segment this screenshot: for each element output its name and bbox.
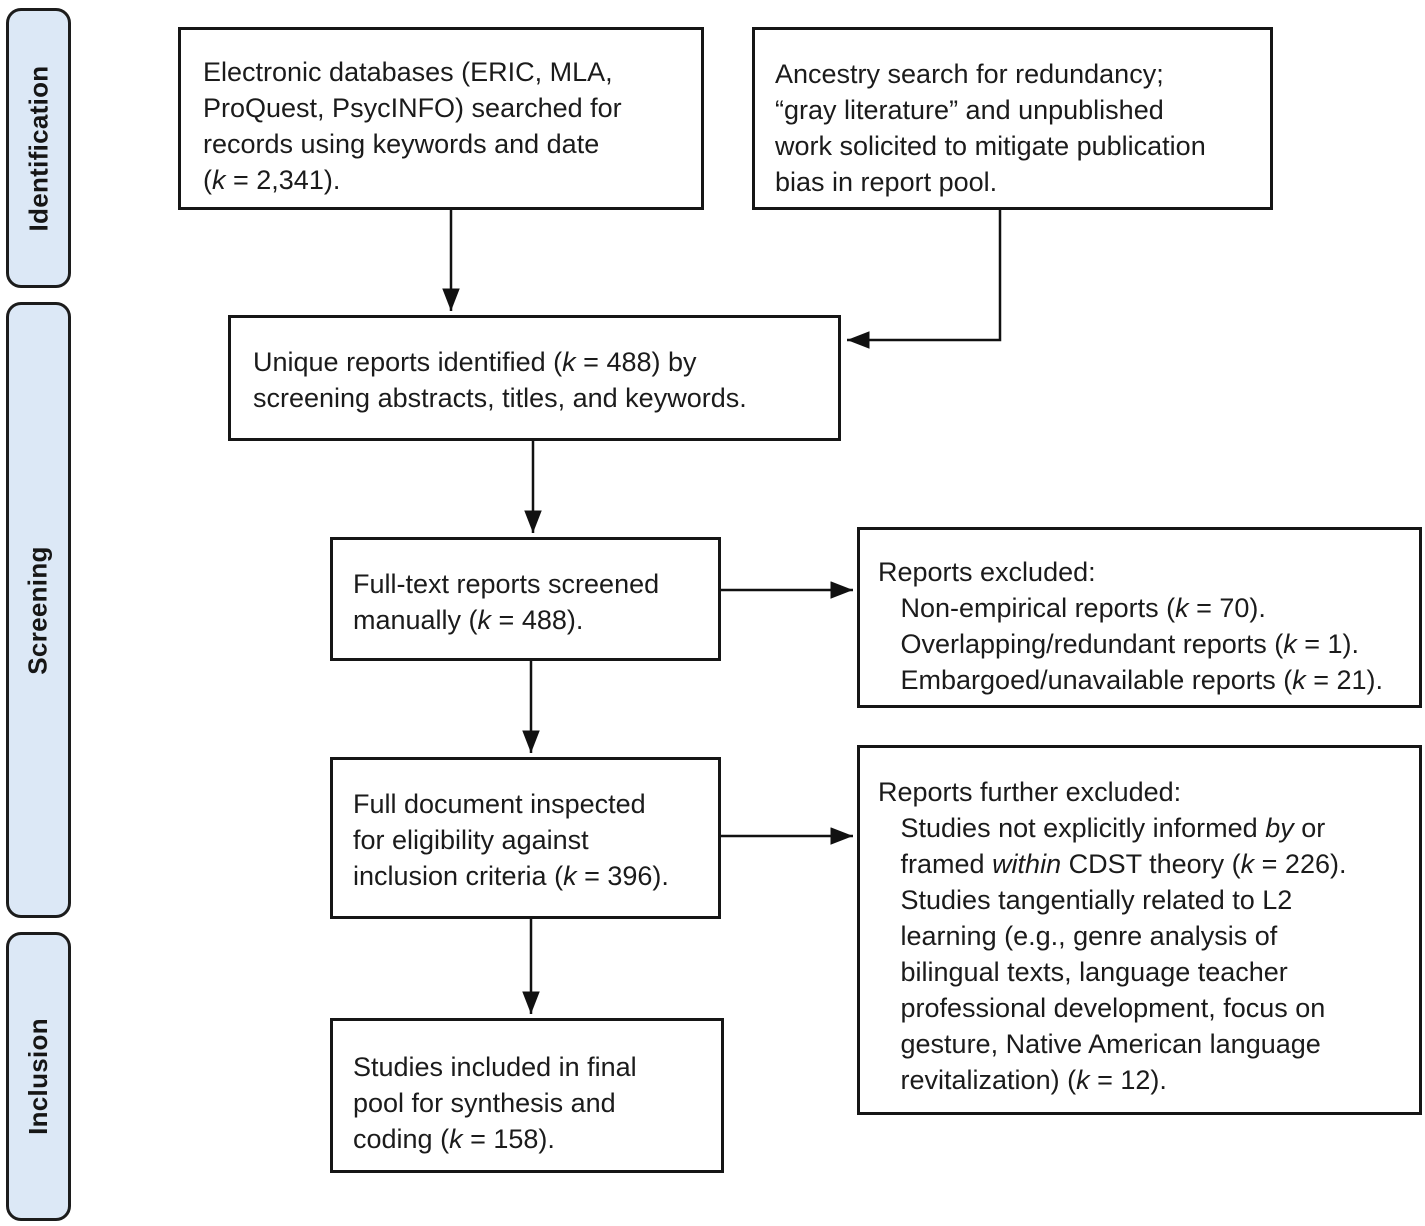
- stage-label-identification-text: Identification: [23, 65, 54, 231]
- stage-label-screening: Screening: [6, 302, 71, 918]
- stage-label-identification: Identification: [6, 8, 71, 288]
- flow-box-studies-included: Studies included in final pool for synth…: [330, 1018, 724, 1173]
- flow-box-unique-reports: Unique reports identified (k = 488) by s…: [228, 315, 841, 441]
- flow-box-fulltext-screened: Full-text reports screened manually (k =…: [330, 537, 721, 661]
- stage-label-screening-text: Screening: [23, 545, 54, 675]
- flow-box-full-document-inspected: Full document inspected for eligibility …: [330, 757, 721, 919]
- stage-label-inclusion-text: Inclusion: [23, 1018, 54, 1135]
- flow-box-ancestry-search: Ancestry search for redundancy; “gray li…: [752, 27, 1273, 210]
- arrow-ancestry-to-unique: [847, 210, 1002, 349]
- flow-box-electronic-databases: Electronic databases (ERIC, MLA, ProQues…: [178, 27, 704, 210]
- stage-label-inclusion: Inclusion: [6, 932, 71, 1221]
- flow-box-reports-excluded: Reports excluded: Non-empirical reports …: [857, 527, 1422, 708]
- flow-box-reports-further-excluded: Reports further excluded: Studies not ex…: [857, 745, 1422, 1115]
